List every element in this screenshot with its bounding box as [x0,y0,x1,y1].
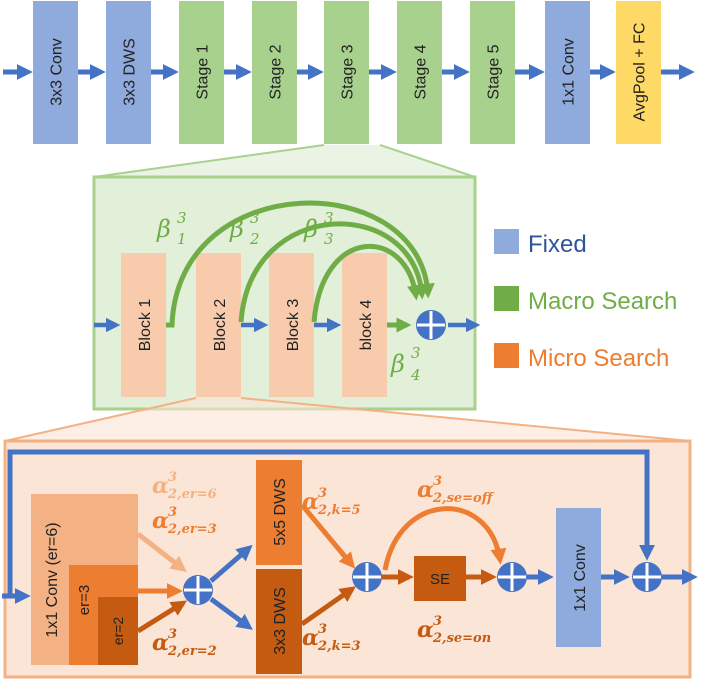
block2-zoom-shade [5,397,690,441]
conv-out-label: 1x1 Conv [572,544,589,612]
block-2 [196,253,241,397]
conv-expansion-boxes: 1x1 Conv (er=6) er=3 er=2 [31,494,138,665]
alpha-se-off-sub: 2,se=off [432,491,495,506]
alpha-se-on-sub: 2,se=on [432,631,491,646]
dws-3x3-label: 3x3 DWS [272,587,289,655]
legend-macro-swatch [494,286,519,311]
micro-sum-node-4 [632,562,662,592]
beta-2: β [229,215,244,243]
pipeline-label-6: Stage 4 [413,44,430,99]
beta-1-sub: 1 [177,230,187,248]
pipeline-box-1 [33,1,78,144]
beta-2-sub: 2 [249,230,260,248]
se-label: SE [430,571,450,588]
dws-5x5-label: 5x5 DWS [272,478,289,546]
alpha-k3: α [302,625,319,651]
legend-fixed-swatch [494,229,519,254]
legend-micro-label: Micro Search [528,345,669,372]
alpha-er6-sup: 3 [168,470,177,485]
legend-macro-label: Macro Search [528,288,677,315]
pipeline-label-1: 3x3 Conv [49,38,66,106]
block-1 [121,253,166,397]
beta-2-sup: 3 [250,209,260,227]
alpha-er2: α [152,630,169,656]
alpha-er3-sub: 2,er=3 [167,522,217,537]
conv-er2-label: er=2 [110,617,126,646]
pipeline-box-9 [616,1,661,144]
alpha-er6-sub: 2,er=6 [167,487,217,502]
legend: Fixed Macro Search Micro Search [494,229,677,372]
micro-sum-node-2 [352,562,382,592]
block-1-label: Block 1 [137,299,154,352]
pipeline-box-3 [179,1,224,144]
beta-3: β [303,215,318,243]
block-2-label: Block 2 [212,299,229,352]
alpha-er2-sup: 3 [168,627,177,642]
macro-blocks: Block 1 Block 2 Block 3 block 4 [121,253,387,397]
beta-labels: β 3 1 β 3 2 β 3 3 β 3 4 [156,209,421,384]
legend-fixed-label: Fixed [528,231,587,258]
alpha-er3: α [152,508,169,534]
block-4-label: block 4 [358,300,375,351]
alpha-er6: α [152,473,169,499]
alpha-se-on-sup: 3 [433,614,442,629]
dws-3x3-box [256,569,302,674]
conv-er3-label: er=3 [76,585,93,615]
alpha-se-on: α [417,617,434,643]
micro-sum-node-3 [497,562,527,592]
alpha-labels: α 3 2,er=6 α 3 2,er=3 α 3 2,er=2 α 3 2,k… [152,470,495,659]
pipeline-label-8: 1x1 Conv [561,38,578,106]
conv-er2-box [98,597,138,665]
beta-3-sup: 3 [324,209,334,227]
pipeline-box-2 [106,1,151,144]
beta-3-sub: 3 [324,230,334,248]
alpha-k3-sup: 3 [318,622,327,637]
alpha-se-off-sup: 3 [433,474,442,489]
pipeline-box-8 [545,1,590,144]
alpha-k5-sup: 3 [318,486,327,501]
pipeline-label-4: Stage 2 [268,44,285,99]
alpha-k3-sub: 2,k=3 [317,639,361,654]
pipeline-label-2: 3x3 DWS [122,38,139,106]
macro-skip-arcs [166,200,435,333]
beta-1: β [156,215,171,243]
macro-sum-node [416,310,446,340]
pipeline: 3x3 Conv 3x3 DWS Stage 1 Stage 2 Stage 3 Stag… [3,1,695,144]
pipeline-label-9: AvgPool + FC [632,23,649,122]
pipeline-label-3: Stage 1 [195,44,212,99]
alpha-se-off: α [417,477,434,503]
dws-5x5-box [256,460,302,565]
conv-to-sum-arrows [136,532,188,634]
block-3-label: Block 3 [285,299,302,352]
conv-er6-label: 1x1 Conv (er=6) [44,522,61,637]
pipeline-box-7 [470,1,515,144]
se-skip-arc [382,506,507,571]
conv-out-box [556,508,601,647]
micro-sum-node-1 [183,575,213,605]
block-3 [269,253,314,397]
block-4 [342,253,387,397]
dws-to-sum-arrows [300,503,356,627]
beta-4-sup: 3 [411,344,421,362]
pipeline-box-4 [252,1,297,144]
beta-4-sub: 4 [410,366,421,384]
alpha-er3-sup: 3 [168,505,177,520]
stage3-zoom-shade [94,145,475,177]
pipeline-box-6 [397,1,442,144]
alpha-k5-sub: 2,k=5 [317,503,361,518]
beta-1-sup: 3 [177,209,187,227]
pipeline-label-5: Stage 3 [340,44,357,99]
beta-4: β [390,350,405,378]
pipeline-box-5 [324,1,369,144]
branch-arrows [209,544,253,630]
pipeline-label-7: Stage 5 [486,44,503,99]
alpha-k5: α [302,489,319,515]
se-box [414,556,466,601]
alpha-er2-sub: 2,er=2 [167,644,217,659]
legend-micro-swatch [494,343,519,368]
